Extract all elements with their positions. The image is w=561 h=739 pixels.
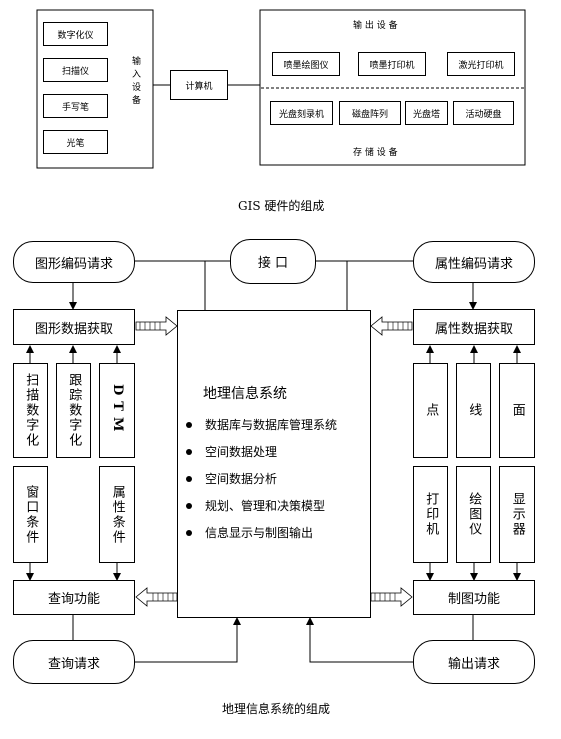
storage-group-label: 存 储 设 备 xyxy=(353,148,398,158)
bullet-dot-icon xyxy=(186,502,192,509)
trace-digitize-box: 跟踪数字化 xyxy=(56,363,91,458)
storage-device-cd-burner: 光盘刻录机 xyxy=(270,101,333,125)
query-request: 查询请求 xyxy=(13,640,135,684)
attribute-data-acquisition: 属性数据获取 xyxy=(413,309,535,345)
interface-box: 接 口 xyxy=(230,239,316,284)
point-box: 点 xyxy=(413,363,448,458)
output-device-inkjet-plotter: 喷墨绘图仪 xyxy=(272,52,340,76)
scan-digitize-box: 扫描数字化 xyxy=(13,363,48,458)
storage-device-removable-disk: 活动硬盘 xyxy=(453,101,514,125)
gis-function-item: 规划、管理和决策模型 xyxy=(186,492,337,519)
hardware-caption: GIS 硬件的组成 xyxy=(238,199,325,213)
gis-function-item: 空间数据分析 xyxy=(186,465,337,492)
output-device-laser-printer: 激光打印机 xyxy=(447,52,515,76)
storage-device-cd-tower: 光盘塔 xyxy=(405,101,448,125)
system-caption: 地理信息系统的组成 xyxy=(222,702,331,716)
bullet-dot-icon xyxy=(186,475,192,482)
bullet-dot-icon xyxy=(186,421,192,428)
attribute-encoding-request: 属性编码请求 xyxy=(413,241,535,283)
output-request: 输出请求 xyxy=(413,640,535,684)
input-device-digitizer: 数字化仪 xyxy=(43,22,108,46)
graphic-data-acquisition: 图形数据获取 xyxy=(13,309,135,345)
gis-function-item: 数据库与数据库管理系统 xyxy=(186,411,337,438)
plotter-box: 绘图仪 xyxy=(456,466,491,563)
gis-function-item: 信息显示与制图输出 xyxy=(186,519,337,546)
bullet-dot-icon xyxy=(186,529,192,536)
bullet-dot-icon xyxy=(186,448,192,455)
monitor-box: 显示器 xyxy=(499,466,535,563)
input-device-scanner: 扫描仪 xyxy=(43,58,108,82)
input-device-stylus: 手写笔 xyxy=(43,94,108,118)
window-condition-box: 窗口条件 xyxy=(13,466,48,563)
query-function-box: 查询功能 xyxy=(13,580,135,615)
gis-function-item: 空间数据处理 xyxy=(186,438,337,465)
output-device-inkjet-printer: 喷墨打印机 xyxy=(358,52,426,76)
attribute-condition-box: 属性条件 xyxy=(99,466,135,563)
computer-box: 计算机 xyxy=(170,70,228,100)
input-group-label: 输入设备 xyxy=(130,56,140,108)
line-box: 线 xyxy=(456,363,491,458)
dtm-box: DTM xyxy=(99,363,135,458)
gis-center-title: 地理信息系统 xyxy=(203,386,287,402)
printer-box: 打印机 xyxy=(413,466,448,563)
storage-device-disk-array: 磁盘阵列 xyxy=(339,101,401,125)
input-device-lightpen: 光笔 xyxy=(43,130,108,154)
mapping-function-box: 制图功能 xyxy=(413,580,535,615)
output-group-label: 输 出 设 备 xyxy=(353,21,398,31)
graphic-encoding-request: 图形编码请求 xyxy=(13,241,135,283)
gis-center-box: 地理信息系统 数据库与数据库管理系统 空间数据处理 空间数据分析 规划、管理和决… xyxy=(177,310,371,618)
polygon-box: 面 xyxy=(499,363,535,458)
gis-function-list: 数据库与数据库管理系统 空间数据处理 空间数据分析 规划、管理和决策模型 信息显… xyxy=(186,411,337,546)
